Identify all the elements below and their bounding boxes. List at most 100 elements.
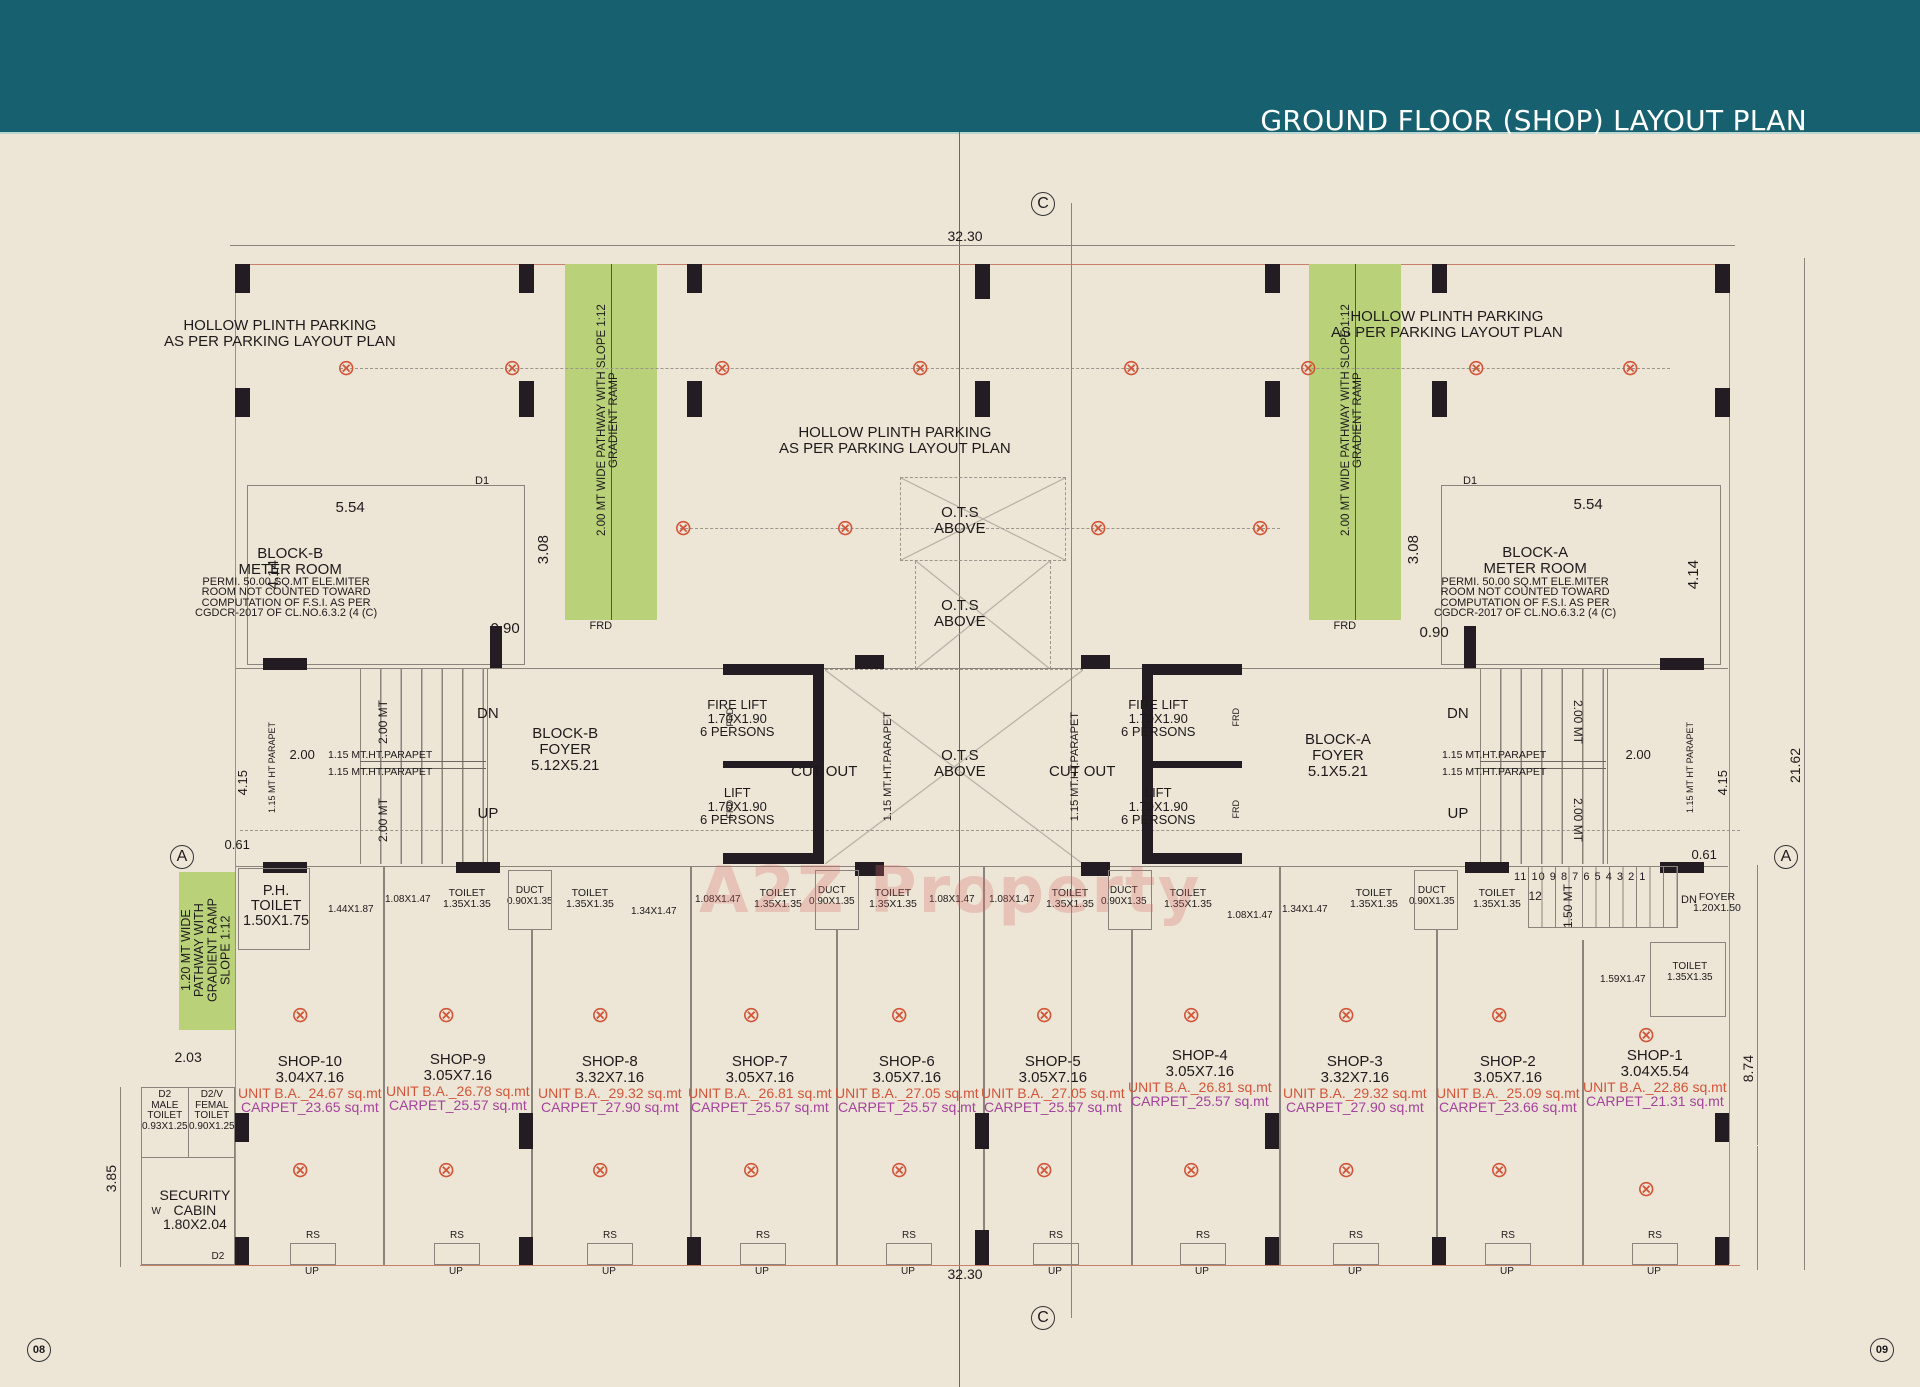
rs-label: RS: [756, 1230, 770, 1241]
light-fixture-icon: ⊗: [1182, 1002, 1201, 1027]
meter-room-b: [247, 485, 525, 665]
up-label: UP: [305, 1266, 319, 1277]
flight-b-bottom: 2.00 MT: [376, 798, 390, 843]
ph-toilet: [238, 868, 310, 950]
shop-5: SHOP-5 3.05X7.16 UNIT B.A._27.05 sq.mt C…: [981, 1053, 1125, 1116]
light-fixture-icon: ⊗: [890, 1002, 909, 1027]
anteroom-size: 1.59X1.47: [1600, 974, 1646, 985]
frd-label: FRD: [1333, 620, 1357, 632]
column: [235, 1113, 249, 1142]
column: [1660, 658, 1704, 670]
rs-label: RS: [1648, 1230, 1662, 1241]
ramp-front: [179, 872, 235, 1030]
watermark: A2Z Property: [699, 854, 1202, 928]
column: [1715, 388, 1730, 417]
grid-marker-c-top: C: [1031, 192, 1055, 216]
column: [235, 388, 250, 417]
meter-room-b-label: BLOCK-B METER ROOM: [238, 545, 342, 578]
shop-row-top-wall: [236, 866, 1728, 867]
meter-room-a: [1441, 485, 1721, 665]
column: [456, 862, 500, 873]
page-number-right: 09: [1870, 1338, 1894, 1362]
light-fixture-icon: ⊗: [1122, 355, 1141, 380]
stair-dn-b: DN: [477, 705, 499, 722]
dimension-line-security: [120, 1087, 121, 1267]
light-fixture-icon: ⊗: [836, 515, 855, 540]
frd-label: FRD: [589, 620, 613, 632]
column: [519, 264, 534, 293]
rs-label: RS: [1501, 1230, 1515, 1241]
column: [687, 264, 702, 293]
page-title: GROUND FLOOR (SHOP) LAYOUT PLAN: [1260, 104, 1807, 137]
column: [519, 1113, 533, 1149]
door-label: D1: [475, 475, 490, 487]
anteroom-size: 1.34X1.47: [631, 906, 677, 917]
duct: [1414, 870, 1458, 930]
security-window: W: [151, 1206, 161, 1217]
light-fixture-icon: ⊗: [1621, 355, 1640, 380]
security-cabin-label: SECURITY CABIN 1.80X2.04: [159, 1187, 231, 1233]
shop-stair-dn: DN: [1681, 894, 1697, 906]
foyer-b-label: BLOCK-B FOYER 5.12X5.21: [531, 725, 600, 774]
duct: [1108, 870, 1152, 930]
up-label: UP: [1348, 1266, 1362, 1277]
column: [855, 862, 884, 876]
shop-stair-step-12: 12: [1528, 889, 1542, 903]
parapet-a: [1480, 761, 1606, 769]
light-fixture-icon: ⊗: [503, 355, 522, 380]
column: [687, 381, 702, 417]
parapet-vertical: 1.15 MT.HT.PARAPET: [1069, 712, 1081, 822]
grid-line: [340, 368, 1670, 369]
parapet-label: 1.15 MT.HT.PARAPET: [1442, 749, 1547, 761]
ots-box-top: [900, 477, 1066, 561]
flight-b-top: 2.00 MT: [376, 700, 390, 745]
parking-label-left: HOLLOW PLINTH PARKING AS PER PARKING LAY…: [164, 317, 396, 350]
rolling-shutter-step: [740, 1243, 786, 1265]
shop-staircase: [1528, 866, 1678, 928]
anteroom-size: 1.08X1.47: [989, 894, 1035, 905]
ramp-left-centerline: [611, 264, 612, 620]
rs-label: RS: [902, 1230, 916, 1241]
lift-wall: [723, 853, 823, 864]
cut-out-a: CUT OUT: [1049, 763, 1116, 780]
anteroom-size: 1.08X1.47: [929, 894, 975, 905]
column: [1081, 655, 1110, 669]
stair-up-a: UP: [1447, 805, 1469, 822]
light-fixture-icon: ⊗: [1637, 1022, 1656, 1047]
header-bar: [0, 0, 1920, 134]
grid-marker-a-left: A: [170, 845, 194, 869]
rs-label: RS: [603, 1230, 617, 1241]
light-fixture-icon: ⊗: [337, 355, 356, 380]
anteroom-size: 1.08X1.47: [695, 894, 741, 905]
flight-a-top: 2.00 MT: [1571, 700, 1586, 745]
parapet-b: [360, 761, 486, 769]
outer-wall-left: [235, 264, 236, 1264]
dimension-line-bottom: [140, 1265, 1740, 1266]
frd-label: FRD: [725, 708, 735, 727]
shop-wall: [1131, 930, 1133, 1265]
meter-room-a-note: PERMI. 50.00 SQ.MT ELE.MITER ROOM NOT CO…: [1434, 576, 1617, 620]
cut-out-b: CUT OUT: [791, 763, 858, 780]
light-fixture-icon: ⊗: [291, 1002, 310, 1027]
stair-up-b: UP: [477, 805, 499, 822]
ramp-left-label: 2.00 MT WIDE PATHWAY WITH SLOPE 1:12 GRA…: [596, 304, 621, 536]
column: [263, 658, 307, 670]
rolling-shutter-step: [886, 1243, 932, 1265]
shop-wall: [383, 866, 385, 1265]
shop-wall: [531, 930, 533, 1265]
column: [490, 626, 502, 668]
anteroom-size: 1.34X1.47: [1282, 904, 1328, 915]
column: [1464, 626, 1476, 668]
toilet-divider: [188, 1087, 189, 1157]
rolling-shutter-step: [587, 1243, 633, 1265]
parking-label-right: HOLLOW PLINTH PARKING AS PER PARKING LAY…: [1331, 308, 1563, 341]
dimension-width-top: 32.30: [947, 228, 983, 244]
column: [235, 264, 250, 293]
lift-wall: [1142, 664, 1242, 675]
